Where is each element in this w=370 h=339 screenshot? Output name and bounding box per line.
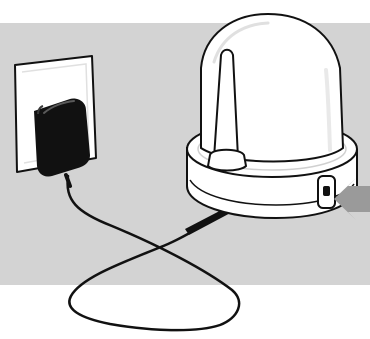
camera-antenna <box>206 48 248 172</box>
power-adapter <box>34 98 90 177</box>
power-port <box>317 175 336 209</box>
indicator-arrow <box>334 178 370 220</box>
